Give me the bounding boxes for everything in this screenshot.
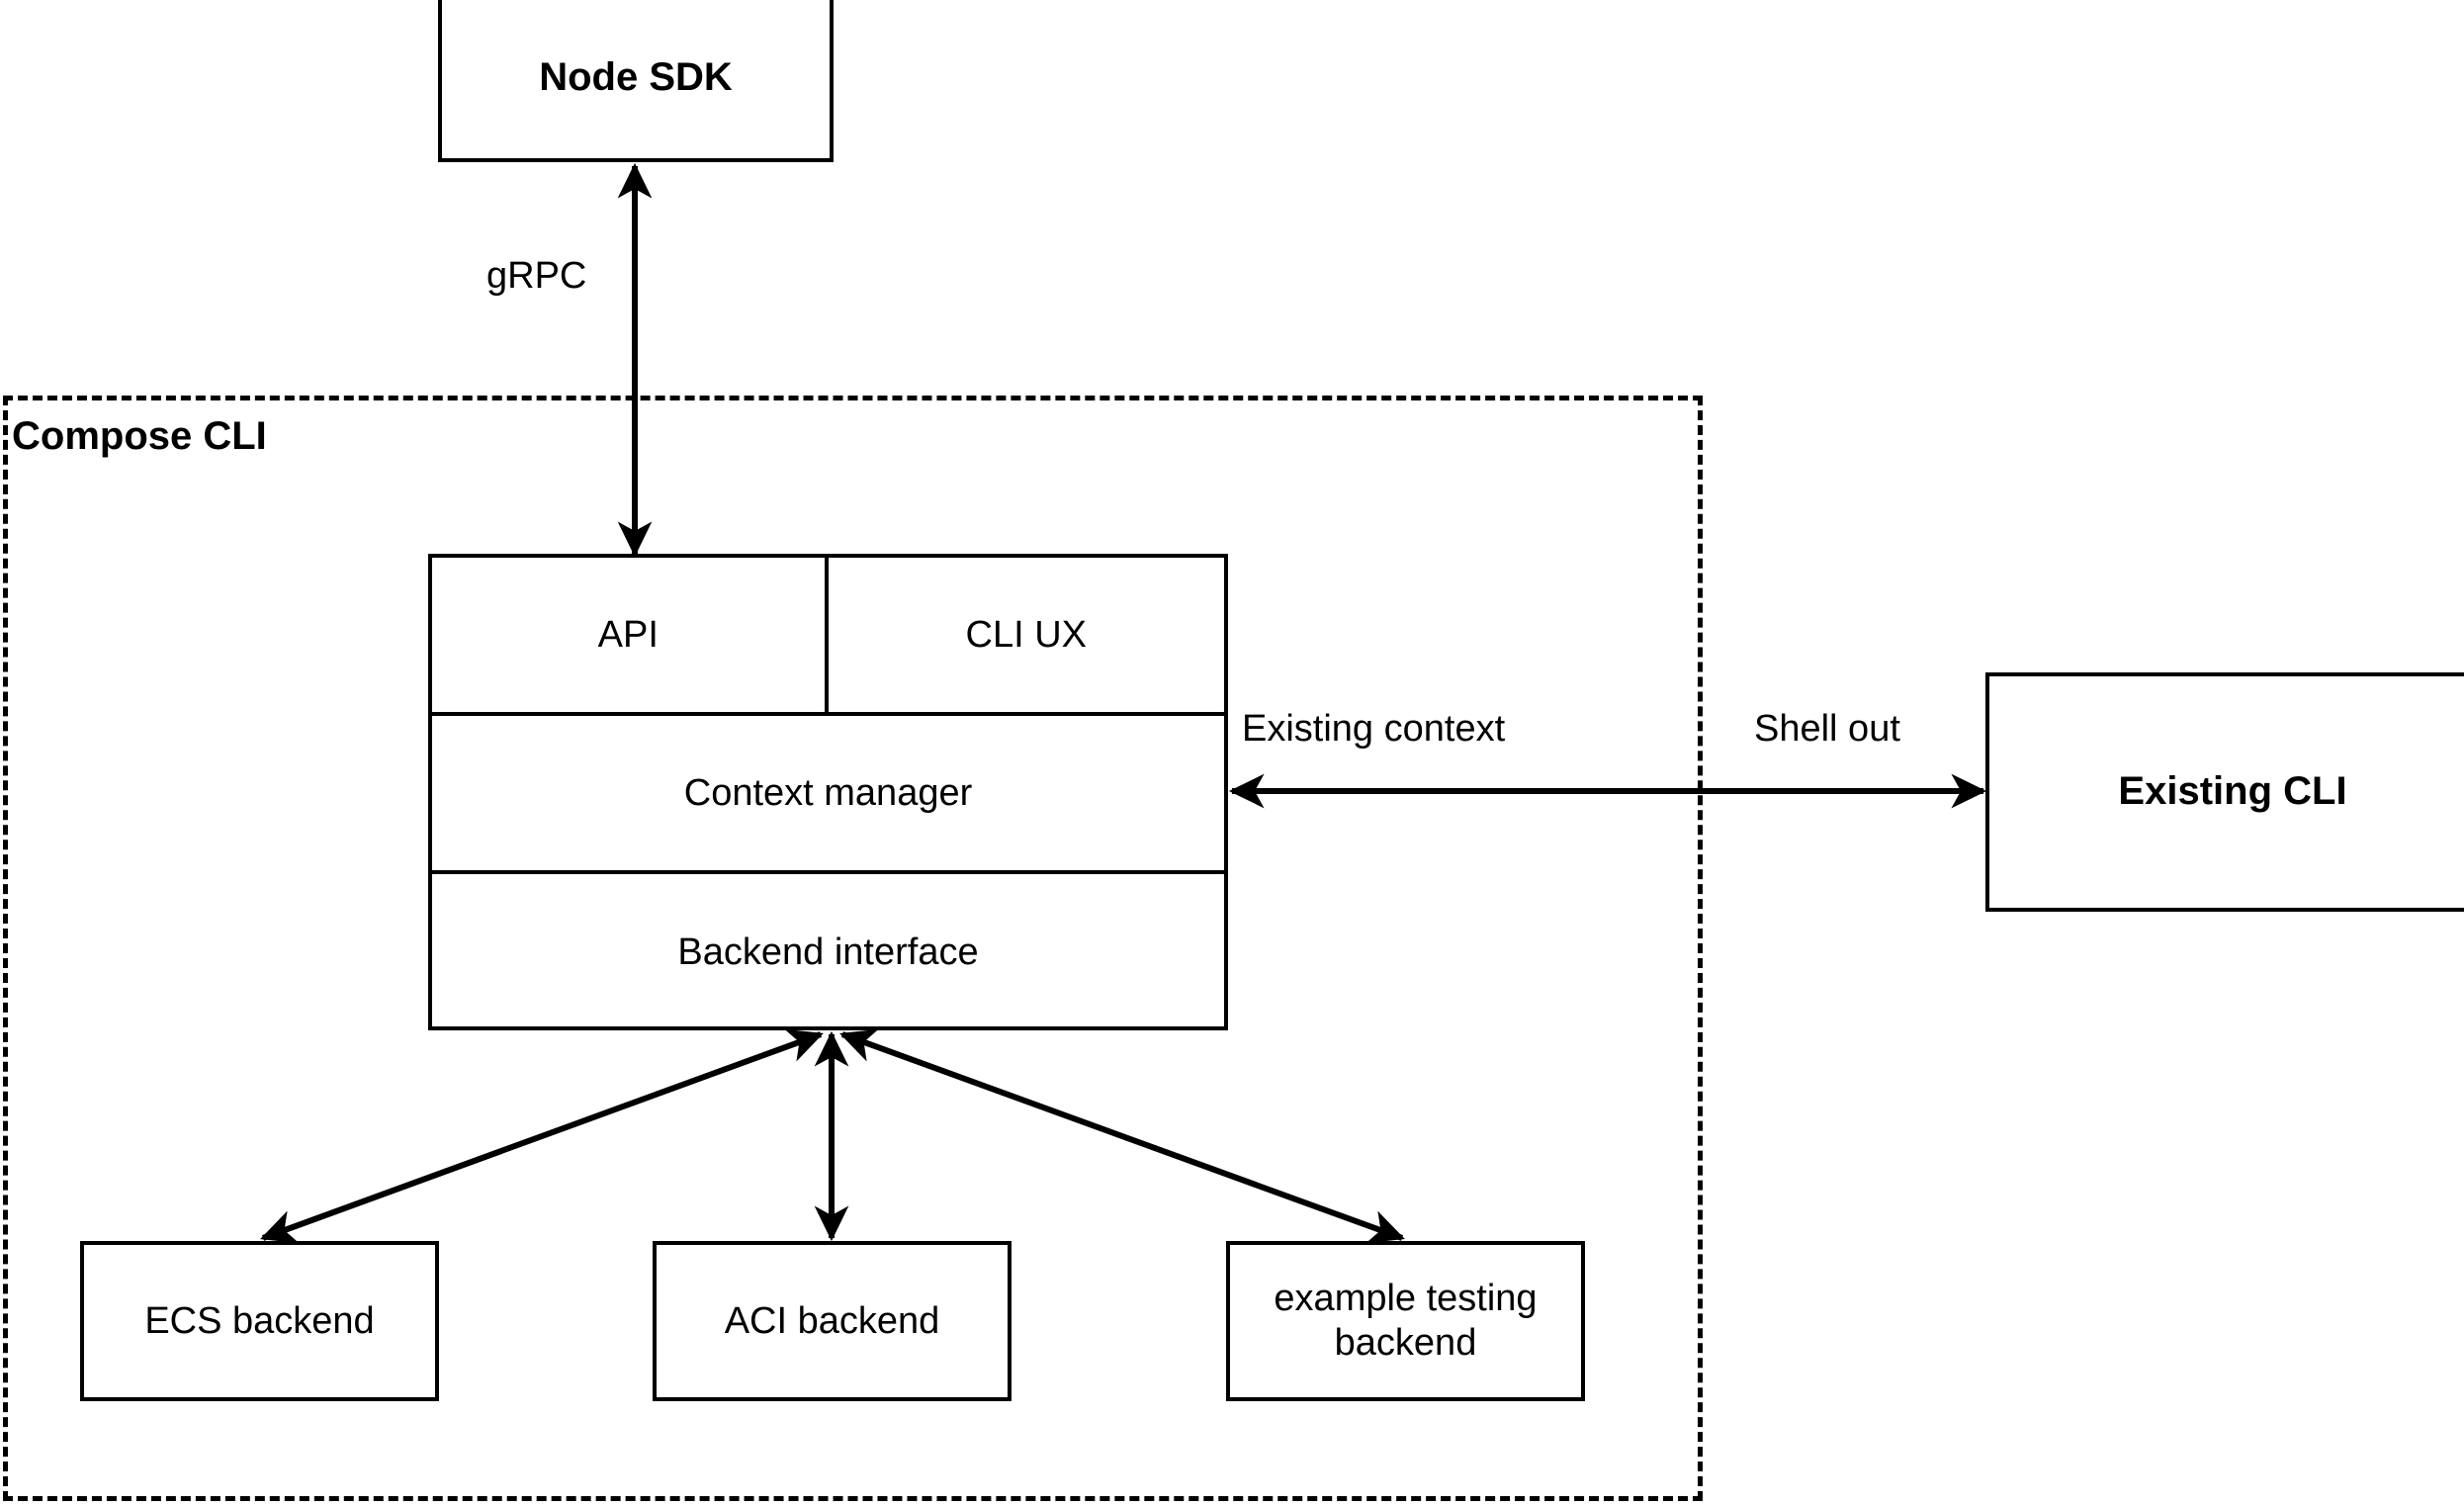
api-label: API bbox=[597, 613, 659, 656]
existing-cli-box[interactable]: Existing CLI bbox=[1985, 672, 2464, 912]
aci-backend-box[interactable]: ACI backend bbox=[653, 1241, 1012, 1401]
ecs-backend-label: ECS backend bbox=[144, 1299, 375, 1342]
backend-interface-label: Backend interface bbox=[677, 931, 979, 973]
node-sdk-box[interactable]: Node SDK bbox=[438, 0, 834, 162]
stack-row-context-manager[interactable]: Context manager bbox=[432, 716, 1224, 874]
stack-cell-cli-ux[interactable]: CLI UX bbox=[829, 558, 1225, 712]
context-manager-label: Context manager bbox=[683, 771, 973, 814]
example-testing-backend-label: example testing backend bbox=[1274, 1278, 1538, 1364]
compose-cli-group-label: Compose CLI bbox=[12, 414, 267, 458]
edge-label-existing-context: Existing context bbox=[1242, 708, 1506, 750]
node-sdk-label: Node SDK bbox=[539, 55, 733, 100]
cli-ux-label: CLI UX bbox=[965, 613, 1087, 656]
aci-backend-label: ACI backend bbox=[724, 1299, 940, 1342]
ecs-backend-box[interactable]: ECS backend bbox=[80, 1241, 439, 1401]
edge-label-shell-out: Shell out bbox=[1754, 708, 1900, 750]
stack-row-backend-interface[interactable]: Backend interface bbox=[432, 874, 1224, 1030]
example-testing-backend-box[interactable]: example testing backend bbox=[1226, 1241, 1585, 1401]
edge-label-grpc: gRPC bbox=[486, 255, 587, 297]
stack-row-api-cliux: API CLI UX bbox=[432, 558, 1224, 716]
stack-cell-api[interactable]: API bbox=[432, 558, 829, 712]
compose-cli-group-boundary bbox=[3, 396, 1703, 1501]
existing-cli-label: Existing CLI bbox=[2118, 769, 2347, 814]
compose-cli-stack: API CLI UX Context manager Backend inter… bbox=[428, 554, 1228, 1030]
